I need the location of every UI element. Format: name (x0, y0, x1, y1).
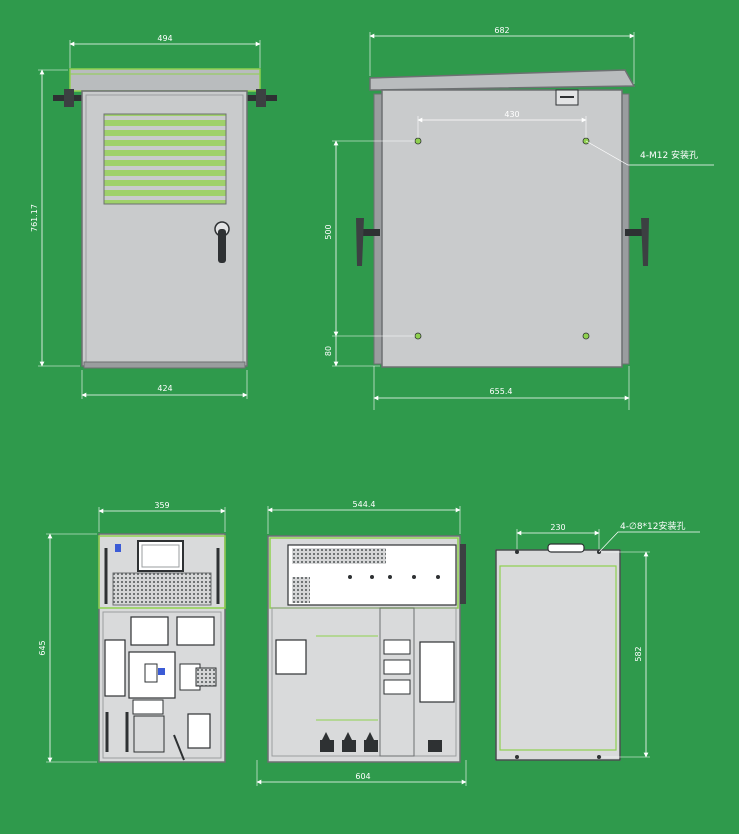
base-hole (597, 755, 601, 759)
base-inner-frame (499, 565, 617, 751)
mount-hole (582, 332, 590, 340)
dim-rear-width-bottom: 655.4 (490, 387, 513, 396)
right-hinge (256, 89, 266, 107)
door-handle-icon (625, 218, 649, 266)
dim-interior-height: 645 (38, 640, 47, 655)
rear-view: 682 430 500 80 655.4 4-M12 安装孔 (324, 26, 714, 410)
rear-roof (369, 69, 636, 91)
dim-rear-bottom-offset: 80 (324, 346, 333, 356)
dim-interior-width: 359 (154, 501, 169, 510)
base-hole (515, 550, 519, 554)
label-base-holes: 4-∅8*12安装孔 (620, 520, 686, 532)
dim-front-width-top: 494 (157, 34, 172, 43)
mount-hole (414, 137, 422, 145)
mount-hole (414, 332, 422, 340)
interior-front-view: 359 645 (38, 501, 226, 763)
base-plan-view: 230 582 4-∅8*12安装孔 (495, 520, 700, 761)
label-mount-holes: 4-M12 安装孔 (640, 149, 698, 161)
door-handle-icon (356, 218, 380, 266)
dim-base-depth: 582 (634, 646, 643, 661)
louver-vent (103, 113, 227, 205)
dim-rear-hole-spacing-v: 500 (324, 224, 333, 239)
left-hinge (64, 89, 74, 107)
dim-rear-hole-spacing-h: 430 (504, 110, 519, 119)
side-interior-view: 544.4 604 (256, 500, 467, 786)
top-control-panel (98, 535, 226, 609)
dim-side-width-bottom: 604 (355, 772, 370, 781)
dim-front-height: 761.17 (30, 204, 39, 232)
front-roof (69, 68, 261, 92)
front-view: 494 761.17 424 (30, 34, 277, 399)
base-hole (515, 755, 519, 759)
rear-panel (381, 89, 623, 368)
rotary-lock-icon (214, 221, 230, 263)
fan-mesh (112, 572, 212, 606)
dim-side-width-top: 544.4 (353, 500, 376, 509)
dim-front-width-bottom: 424 (157, 384, 172, 393)
dim-rear-width-top: 682 (494, 26, 509, 35)
dim-base-hole-spacing: 230 (550, 523, 565, 532)
